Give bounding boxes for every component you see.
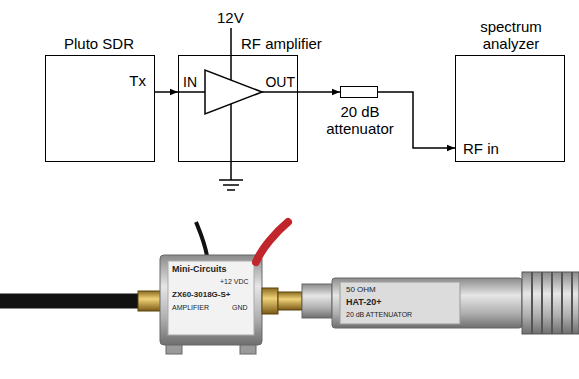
photo-text: AMPLIFIER xyxy=(172,304,209,312)
attenuator-symbol: 20 dB attenuator xyxy=(340,86,378,98)
box-heading: spectrum analyzer xyxy=(456,18,566,52)
photo-text: 50 OHM xyxy=(346,285,376,294)
amplifier-symbol xyxy=(178,28,298,190)
port-name: Tx xyxy=(129,72,146,89)
photo-text: +12 VDC xyxy=(220,278,249,286)
signal-connector xyxy=(298,91,340,93)
signal-connector xyxy=(155,91,178,93)
photo-text: HAT-20+ xyxy=(346,297,382,307)
port-name: IN xyxy=(183,74,197,91)
sdr-box: Pluto SDRTx xyxy=(45,55,155,162)
brand-text: Mini-Circuits xyxy=(172,264,227,274)
photo-text: 20 dB ATTENUATOR xyxy=(346,311,412,319)
amplifier-box: RF amplifierINOUT xyxy=(178,55,298,162)
photo-text: GND xyxy=(232,304,248,312)
part-name: 20 dB attenuator xyxy=(319,103,401,137)
hardware-photo xyxy=(0,222,579,354)
supply-label: 12V xyxy=(217,9,244,26)
port-name: OUT xyxy=(265,74,295,91)
box-heading: Pluto SDR xyxy=(64,35,134,52)
photo-text: ZX60-3018G-S+ xyxy=(172,290,230,299)
box-heading: RF amplifier xyxy=(241,35,322,52)
port-name: RF in xyxy=(463,140,499,157)
analyzer-box: spectrum analyzerRF in xyxy=(455,55,565,162)
